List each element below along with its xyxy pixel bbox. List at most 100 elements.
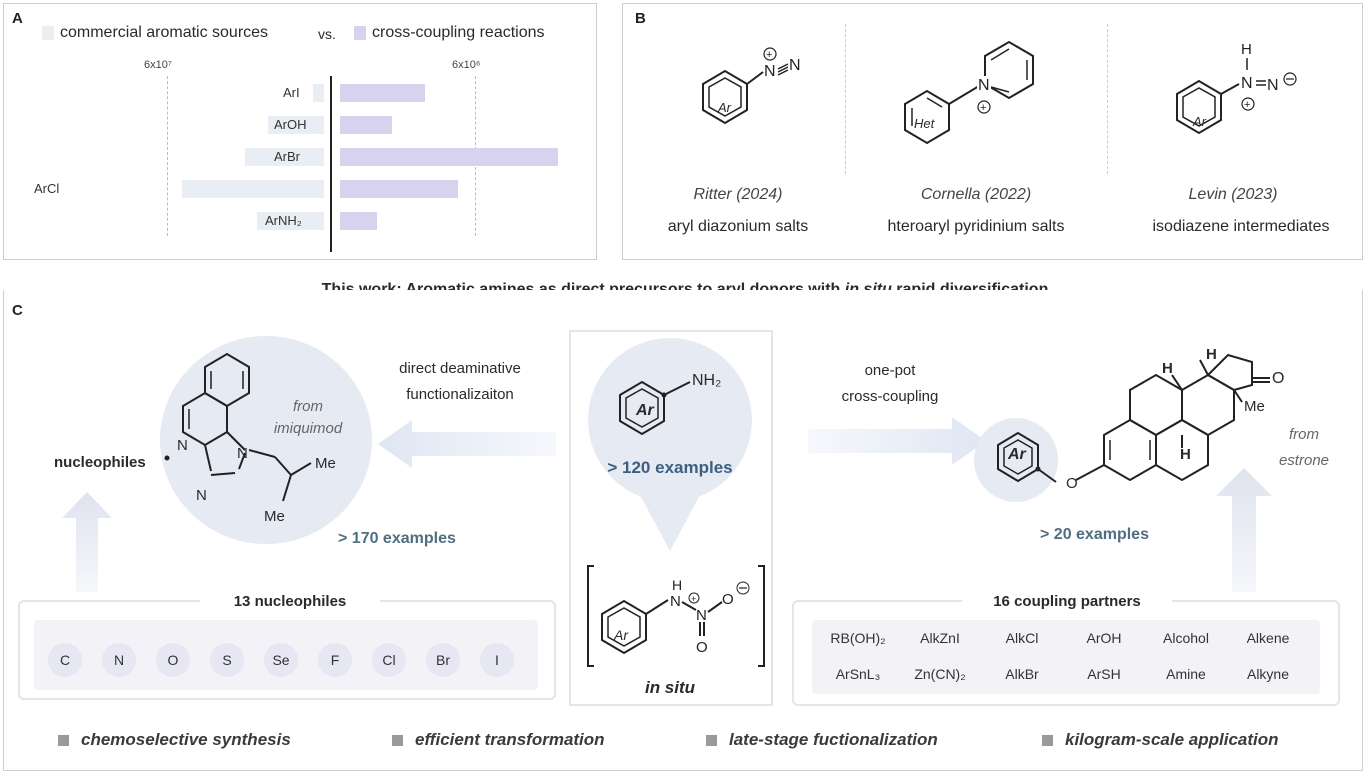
svg-text:+: + (1244, 99, 1250, 111)
bar-left-1 (267, 116, 324, 134)
bar-right-3 (340, 180, 459, 198)
estrone-h2: H (1162, 360, 1173, 377)
center-box (569, 330, 773, 706)
methyl-label-1: Me (315, 455, 336, 472)
legend-right-label: cross-coupling reactions (372, 24, 545, 41)
center-axis-line (330, 76, 332, 252)
feature-label: kilogram-scale application (1065, 730, 1279, 749)
left-up-arrow (62, 492, 112, 592)
bar-right-2 (340, 148, 559, 166)
right-arrow (808, 417, 986, 465)
partner-0-2: AlkCl (1005, 630, 1039, 646)
nucleophile-chip-0: C (48, 643, 82, 677)
legend-vs: vs. (318, 26, 336, 42)
partner-1-3: ArSH (1087, 666, 1121, 682)
nucleophile-chip-2: O (156, 643, 190, 677)
nitramine-ring-label: Ar (614, 627, 628, 643)
svg-text:O: O (722, 591, 734, 608)
nucleophile-chip-8: I (480, 643, 514, 677)
partners-box-title: 16 coupling partners (962, 593, 1172, 610)
nucleophiles-label: nucleophiles (54, 454, 146, 471)
category-label-0: ArI (283, 85, 300, 100)
author-3: Levin (2023) (1188, 186, 1278, 203)
category-label-1: ArOH (274, 117, 307, 132)
feature-bullet (706, 735, 717, 747)
panel-b-label: B (635, 10, 646, 27)
svg-text:N: N (670, 593, 681, 610)
axis-right-label: 6x10⁶ (452, 59, 481, 71)
legend-left-label: commercial aromatic sources (60, 24, 269, 41)
nucleophile-chip-1: N (102, 643, 136, 677)
bar-right-4 (340, 212, 377, 230)
aniline-ring-label: Ar (636, 402, 654, 419)
estrone-me: Me (1244, 398, 1265, 415)
svg-text:+: + (691, 594, 696, 604)
feature-bullet (58, 735, 69, 747)
from-imiquimod-2: imiquimod (273, 420, 343, 437)
aniline-bubble-tail (640, 495, 700, 551)
left-examples: > 170 examples (338, 530, 456, 547)
aniline-nh2-label: NH₂ (692, 372, 722, 389)
legend-left-swatch (42, 26, 54, 40)
quinoline-n-label: N (177, 437, 188, 454)
panel-a: A commercial aromatic sources vs. cross-… (3, 3, 597, 260)
svg-text:+: + (766, 49, 772, 61)
axis-left-label: 6x10⁷ (144, 59, 172, 71)
desc-1: aryl diazonium salts (667, 218, 809, 235)
estrone-ring-label: Ar (1008, 446, 1026, 463)
diazonium-structure: N N + (702, 47, 801, 125)
svg-text:H: H (672, 577, 682, 593)
right-arrow-label-2: cross-coupling (841, 388, 939, 405)
ring-label-3: Ar (1193, 114, 1206, 129)
center-examples: > 120 examples (607, 458, 733, 477)
partner-0-5: Alkene (1246, 630, 1290, 646)
ring-label-1: Ar (718, 100, 731, 115)
nitramine-structure: H N N + O O (587, 565, 765, 667)
feature-label: late-stage fuctionalization (729, 730, 938, 749)
estrone-ketone-o: O (1272, 370, 1285, 387)
estrone-structure (997, 353, 1270, 483)
svg-text:N: N (789, 57, 801, 74)
isodiazene-structure: H N + N (1176, 41, 1297, 135)
desc-3: isodiazene intermediates (1152, 218, 1330, 235)
category-label-3: ArCl (34, 181, 60, 196)
aniline-structure (619, 380, 691, 436)
nucleophiles-box-title: 13 nucleophiles (200, 593, 380, 610)
partner-0-1: AlkZnI (920, 630, 960, 646)
category-label-2: ArBr (274, 149, 300, 164)
svg-text:N: N (696, 607, 707, 624)
left-arrow-label-2: functionalizaiton (406, 386, 514, 403)
divider-2 (1107, 24, 1108, 174)
partner-1-5: Alkyne (1246, 666, 1290, 682)
estrone-o-link: O (1066, 475, 1078, 492)
divider-1 (845, 24, 846, 174)
author-2: Cornella (2022) (920, 186, 1032, 203)
left-arrow (378, 420, 556, 468)
in-situ-label: in situ (644, 678, 696, 697)
bar-left-3 (181, 180, 324, 198)
axis-left-gridline (167, 76, 168, 236)
bar-left-0 (312, 84, 324, 102)
left-arrow-label-1: direct deaminative (399, 360, 521, 377)
right-examples: > 20 examples (1040, 526, 1149, 543)
feature-bullet (392, 735, 403, 747)
partners-grid-bg (812, 620, 1320, 694)
author-1: Ritter (2024) (693, 186, 783, 203)
partner-1-4: Amine (1166, 666, 1206, 682)
imidazole-n1-label: N (237, 445, 248, 462)
from-estrone-1: from (1289, 426, 1319, 443)
imidazole-n2-label: N (196, 487, 207, 504)
nucleophile-chip-5: F (318, 643, 352, 677)
partner-0-3: ArOH (1086, 630, 1122, 646)
desc-2: hteroaryl pyridinium salts (887, 218, 1065, 235)
from-estrone-2: estrone (1278, 452, 1330, 469)
aryl-circle (974, 418, 1058, 502)
legend-right-swatch (354, 26, 366, 40)
bar-right-0 (340, 84, 426, 102)
nucleophile-chip-6: Cl (372, 643, 406, 677)
partner-1-0: ArSnL₃ (835, 666, 881, 682)
panel-a-label: A (12, 10, 23, 27)
estrone-h1: H (1206, 346, 1217, 363)
partner-0-0: RB(OH)₂ (830, 630, 886, 646)
svg-text:+: + (980, 102, 986, 114)
